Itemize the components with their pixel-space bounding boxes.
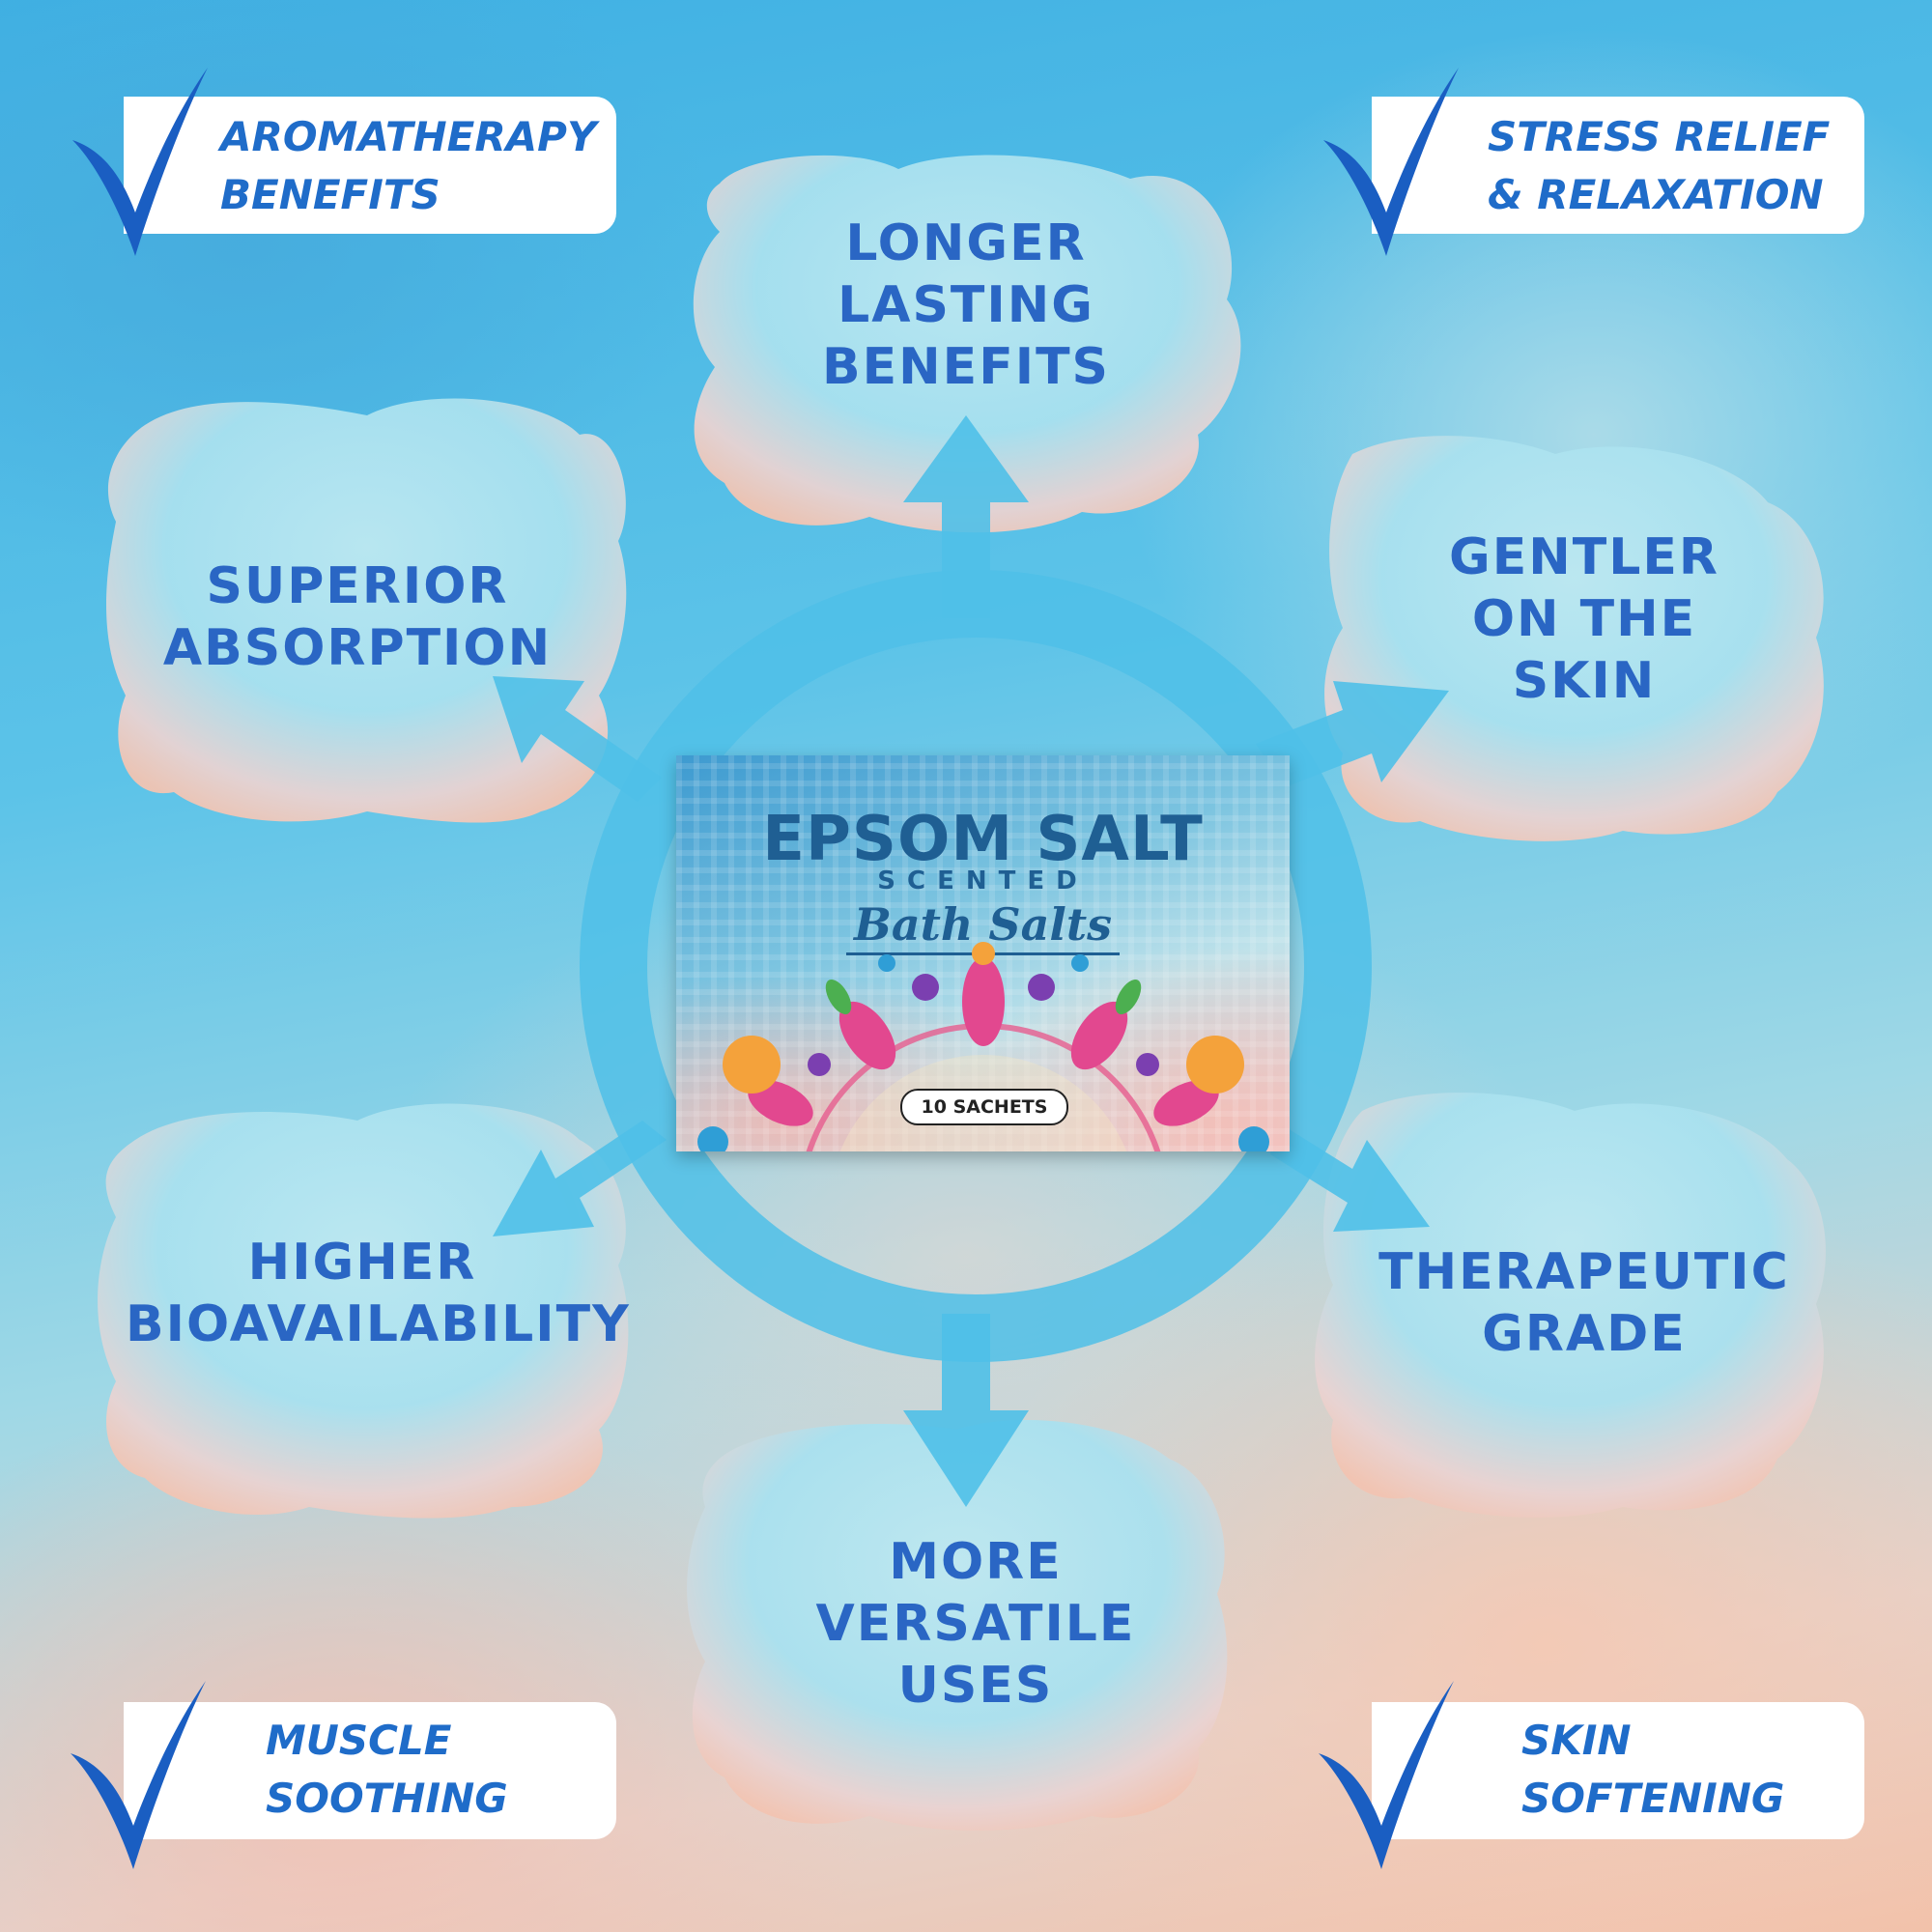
cloud-top bbox=[693, 155, 1241, 533]
product-script-title-text: Bath Salts bbox=[845, 898, 1121, 955]
product-script-title: Bath Salts bbox=[676, 898, 1290, 955]
product-brand: EPSOM SALT bbox=[762, 804, 1204, 875]
cloud-lower-right bbox=[1315, 1093, 1826, 1518]
tag-bottom-left bbox=[124, 1702, 616, 1839]
checkmark-icon bbox=[1323, 68, 1459, 256]
cloud-upper-right bbox=[1324, 436, 1824, 841]
arrow-down-icon bbox=[903, 1314, 1029, 1507]
product-subtitle: SCENTED bbox=[877, 867, 1089, 895]
checkmark-icon bbox=[71, 1681, 206, 1869]
tag-bottom-right bbox=[1372, 1702, 1864, 1839]
arrow-upper-right-icon bbox=[1256, 681, 1449, 787]
tag-top-left bbox=[124, 97, 616, 234]
cloud-upper-left bbox=[106, 398, 627, 823]
tag-top-right bbox=[1372, 97, 1864, 234]
cloud-bottom bbox=[687, 1420, 1228, 1831]
arrow-upper-left-icon bbox=[493, 676, 662, 802]
sachets-badge: 10 SACHETS bbox=[900, 1089, 1068, 1125]
checkmark-icon bbox=[1319, 1681, 1454, 1869]
arrow-lower-left-icon bbox=[493, 1121, 667, 1236]
tag-text-top-right: STRESS RELIEF& RELAXATION bbox=[1488, 113, 1831, 218]
arrow-lower-right-icon bbox=[1270, 1121, 1430, 1232]
checkmark-icon bbox=[72, 68, 208, 256]
arrow-up-icon bbox=[903, 415, 1029, 618]
cloud-lower-left bbox=[98, 1103, 629, 1519]
product-box: EPSOM SALT SCENTED Bath Salts bbox=[676, 755, 1290, 1151]
